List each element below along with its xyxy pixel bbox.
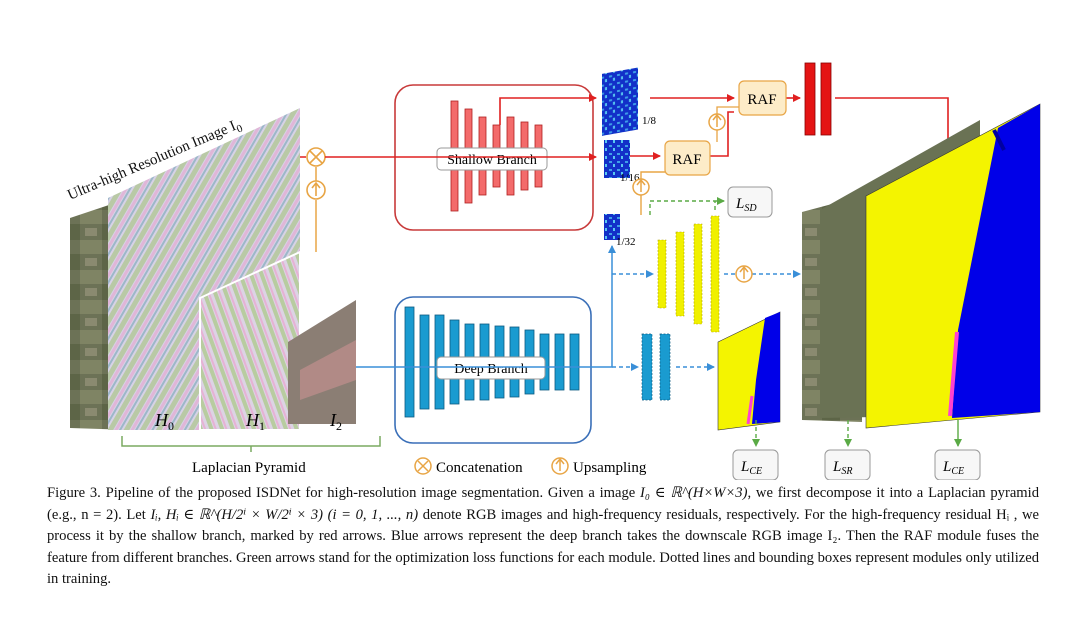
- upsample-raf-mark: [712, 113, 722, 127]
- raf-upsample-line: [716, 106, 739, 142]
- loss-sd-box: [727, 186, 773, 218]
- caption-part-3: denote RGB images and high-frequency res…: [47, 506, 1039, 588]
- sr-decoder-features: [657, 215, 720, 333]
- feature-map-1-8: [602, 67, 638, 136]
- caption-part-1: Figure 3. Pipeline of the proposed ISDNe…: [47, 485, 641, 501]
- legend-upsample-label: Upsampling: [573, 460, 647, 476]
- figure-caption: Figure 3. Pipeline of the proposed ISDNe…: [47, 483, 1039, 591]
- raf1-to-raf2-arrow: [710, 111, 734, 157]
- output-feature-red-1: [804, 62, 816, 136]
- raf-module-1: [664, 140, 711, 176]
- concat-x-mark: [309, 150, 323, 164]
- shallow-branch-label: Shallow Branch: [447, 153, 537, 168]
- raf-module-2: [738, 80, 787, 116]
- output-feature-red-2: [820, 62, 832, 136]
- sd-loss-arrow: [649, 197, 725, 215]
- caption-part-2: , we first decompose it into a Laplacian…: [47, 485, 1040, 523]
- final-seg-boundary-mark-2: [992, 129, 1006, 151]
- raf-1-label: RAF: [672, 152, 701, 168]
- caption-text: Figure 3. Pipeline of the proposed ISDNe…: [47, 483, 1039, 591]
- upsample-1-32-mark: [636, 178, 646, 192]
- deep-branch-tag: [436, 356, 546, 380]
- i2-label: I2: [329, 410, 342, 433]
- final-seg-boundary-mark: [948, 331, 959, 417]
- raf-2-label: RAF: [747, 92, 776, 108]
- shallow-branch-tag: [436, 147, 548, 171]
- caption-math-2: Iᵢ, Hᵢ ∈ ℝ^(H/2ⁱ × W/2ⁱ × 3) (i = 0, 1, …: [150, 506, 419, 523]
- upsample-arrow-mark: [311, 181, 321, 196]
- loss-sr-label: LSR: [832, 459, 852, 477]
- deep-aux-features: [641, 333, 671, 401]
- legend-upsample-mark: [555, 457, 565, 471]
- loss-sr-box: [824, 449, 871, 480]
- h1-highfreq-image: [199, 250, 301, 431]
- h1-label: H1: [245, 410, 265, 433]
- scale-1-32-label: 1/32: [616, 236, 636, 248]
- loss-ce-left-label: LCE: [740, 459, 762, 477]
- loss-sd-label: LSD: [735, 196, 757, 214]
- legend-concat-mark: [417, 460, 429, 472]
- deep-branch-label: Deep Branch: [454, 362, 527, 377]
- pyramid-label: Laplacian Pyramid: [192, 460, 306, 476]
- deep-to-1-32-arrow: [592, 245, 616, 368]
- loss-ce-right-label: LCE: [942, 459, 964, 477]
- final-seg-output: [802, 103, 1041, 429]
- upsample-sr-mark: [739, 265, 749, 279]
- isdnet-pipeline-figure: Ultra-high Resolution Image I0 H0 H1 I2 …: [65, 62, 1041, 480]
- caption-math-1: I₀ ∈ ℝ^(H×W×3): [640, 485, 748, 501]
- feature-map-1-16: [604, 140, 630, 178]
- features-to-output-arrow: [835, 97, 952, 151]
- upsample-to-raf1: [640, 171, 665, 179]
- loss-ce-right-box: [934, 449, 981, 480]
- pyramid-bracket: [121, 436, 381, 452]
- shallow-to-1-8-arrow: [499, 94, 597, 125]
- input-image-stack: [70, 108, 356, 431]
- loss-ce-left-box: [732, 449, 779, 480]
- deep-seg-output: [717, 311, 781, 431]
- h0-label: H0: [154, 410, 174, 433]
- scale-1-8-label: 1/8: [642, 115, 657, 127]
- deep-branch-box: [394, 296, 592, 444]
- legend-concat-label: Concatenation: [436, 460, 523, 476]
- feature-map-1-32: [604, 214, 620, 240]
- i2-rgb-detail: [300, 340, 356, 400]
